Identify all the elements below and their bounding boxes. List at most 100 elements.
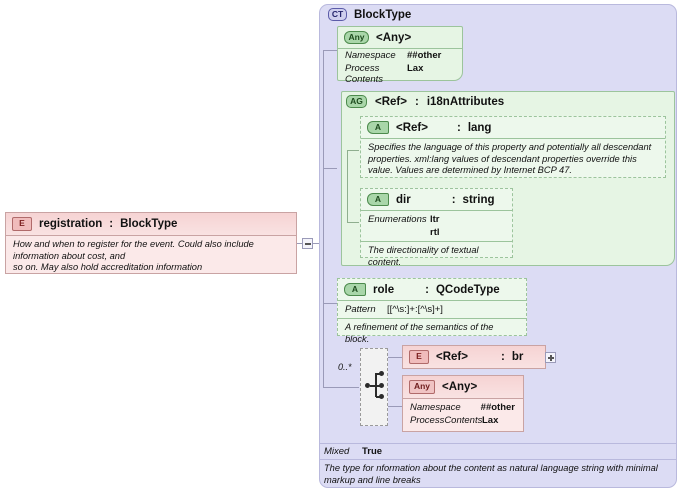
attribute-dir-documentation: The directionality of textual content. [368,245,479,267]
any-element-card-bottom[interactable]: Any <Any> Namespace ##other ProcessConte… [402,375,524,432]
mixed-row: Mixed True [320,444,676,459]
attribute-type: string [462,193,495,206]
minus-glyph [305,243,311,245]
property-value: Lax [407,63,424,74]
attribute-role-header: A role : QCodeType [338,279,526,300]
property-value: Lax [482,415,499,426]
attribute-type: lang [467,121,492,134]
attribute-name: dir [396,193,411,206]
any-badge-icon: Any [409,380,435,394]
facet-value: rtl [430,227,440,238]
facet-label: Enumerations [368,214,427,225]
any-name: <Any> [376,31,412,44]
compositor-dot [379,383,384,388]
complextype-badge-icon: CT [328,8,347,21]
element-type: br [511,351,524,363]
attribute-lang-documentation: Specifies the language of this property … [368,142,652,175]
attribute-separator: : [451,193,456,206]
connector-choice-br [388,357,402,358]
compositor-dot [365,383,370,388]
choice-compositor-icon[interactable] [360,348,388,426]
element-separator: : [109,218,114,230]
connector-trunk [323,50,324,388]
element-badge-icon: E [12,217,32,231]
element-br-card[interactable]: E <Ref> : br [402,345,546,369]
attribute-name: role [373,283,395,296]
attributegroup-header: AG <Ref> : i18nAttributes [346,95,504,108]
element-name: registration [39,218,103,230]
attribute-dir-card[interactable]: A dir : string Enumerations ltr rtl The … [360,188,513,267]
connector-branch-any [323,50,337,51]
connector-branch-choice [323,387,359,388]
attribute-lang-card[interactable]: A <Ref> : lang Specifies the language of… [360,116,666,178]
divider [361,210,512,211]
attribute-role-documentation: A refinement of the semantics of the blo… [345,322,494,344]
attribute-lang-header: A <Ref> : lang [361,117,665,138]
divider [338,300,526,301]
connector-i18n-lang [347,150,359,151]
divider [6,235,296,236]
compositor-line [376,373,380,375]
attribute-role-card[interactable]: A role : QCodeType Pattern [[^\s:]+:[^\s… [337,278,527,344]
property-label: Namespace [410,402,461,413]
facet-row: rtl [361,226,512,239]
divider [403,398,523,399]
connector-expander-to-panel [313,243,323,244]
any-properties-bottom: Namespace ##other ProcessContents Lax [403,399,523,427]
complextype-footer: Mixed True The type for nformation about… [320,443,676,487]
complextype-header: CT BlockType [328,8,411,21]
any-header-top: Any <Any> [338,27,462,48]
mixed-label: Mixed [324,446,350,457]
attribute-dir-header: A dir : string [361,189,512,210]
any-properties-top: Namespace ##other Process Contents Lax [338,49,462,86]
divider [361,138,665,139]
divider [338,48,462,49]
element-separator: : [500,351,505,363]
any-header-bottom: Any <Any> [403,376,523,398]
facet-row: Pattern [[^\s:]+:[^\s]+] [338,303,526,316]
compositor-line [370,385,376,387]
connector-element-to-type [297,243,303,244]
divider [338,318,526,319]
attributegroup-type: i18nAttributes [426,95,505,108]
property-row: Namespace ##other [338,49,462,62]
compositor-line [376,396,380,398]
attribute-type: QCodeType [435,283,500,296]
any-name: <Any> [442,381,478,393]
attribute-separator: : [456,121,461,134]
attribute-role-facets: Pattern [[^\s:]+:[^\s]+] [338,301,526,318]
divider [320,443,676,444]
occurrence-label: 0..* [338,362,352,372]
property-row: ProcessContents Lax [403,414,523,427]
element-registration-card[interactable]: E registration : BlockType How and when … [5,212,297,274]
attribute-badge-icon: A [367,193,389,206]
facet-value: ltr [430,214,440,225]
property-label: Namespace [345,50,396,61]
property-row: Namespace ##other [403,401,523,414]
element-br-header: E <Ref> : br [403,346,545,368]
facet-label: Pattern [345,304,376,315]
property-label: Process Contents [345,63,384,85]
property-row: Process Contents Lax [338,62,462,86]
element-documentation: How and when to register for the event. … [13,239,254,272]
property-label: ProcessContents [410,415,483,426]
complextype-documentation: The type for nformation about the conten… [324,463,658,485]
plus-glyph-v [550,355,552,361]
attributegroup-separator: : [414,95,419,108]
element-name: <Ref> [436,351,468,363]
connector-i18n-trunk [347,150,348,222]
attributegroup-name: <Ref> [375,95,407,108]
minus-expander-icon[interactable] [302,238,313,249]
any-element-card-top[interactable]: Any <Any> Namespace ##other Process Cont… [337,26,463,85]
element-registration-header: E registration : BlockType [6,213,296,235]
property-value: ##other [407,50,442,61]
connector-choice-any [388,406,402,407]
facet-row: Enumerations ltr [361,213,512,226]
plus-expander-icon[interactable] [545,352,556,363]
compositor-line [376,385,380,387]
attribute-separator: : [425,283,429,296]
divider [361,241,512,242]
attribute-badge-icon: A [344,283,366,296]
compositor-dot [379,371,384,376]
attribute-name: <Ref> [396,121,428,134]
